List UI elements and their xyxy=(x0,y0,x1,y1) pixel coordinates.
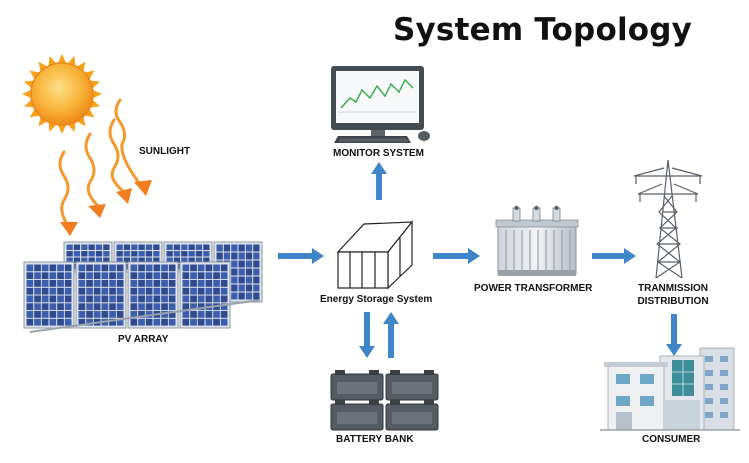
battery-bank-label: BATTERY BANK xyxy=(336,434,414,445)
consumer-label: CONSUMER xyxy=(642,434,701,445)
pv-array-label: PV ARRAY xyxy=(118,334,169,345)
sunlight-label: SUNLIGHT xyxy=(139,146,191,157)
power-transformer-label: POWER TRANSFORMER xyxy=(474,283,593,294)
monitor-system-label: MONITOR SYSTEM xyxy=(333,148,424,159)
energy-storage-label: Energy Storage System xyxy=(320,294,433,305)
transmission-tower-icon xyxy=(633,159,703,279)
consumer-buildings-icon xyxy=(600,347,740,431)
battery-bank-icon xyxy=(330,370,439,431)
pv-array-icon xyxy=(23,241,263,333)
flow-arrows xyxy=(278,162,682,358)
power-transformer-icon xyxy=(495,205,579,276)
sunlight-arrowheads-icon xyxy=(60,180,152,236)
sun-icon xyxy=(22,54,102,134)
transmission-label-line2: DISTRIBUTION xyxy=(637,296,709,307)
page-title: System Topology xyxy=(393,12,693,48)
monitor-icon xyxy=(331,66,430,143)
sunlight-rays-icon xyxy=(58,98,142,228)
transmission-label-line1: TRANMISSION xyxy=(638,283,708,294)
energy-storage-icon xyxy=(336,220,414,290)
